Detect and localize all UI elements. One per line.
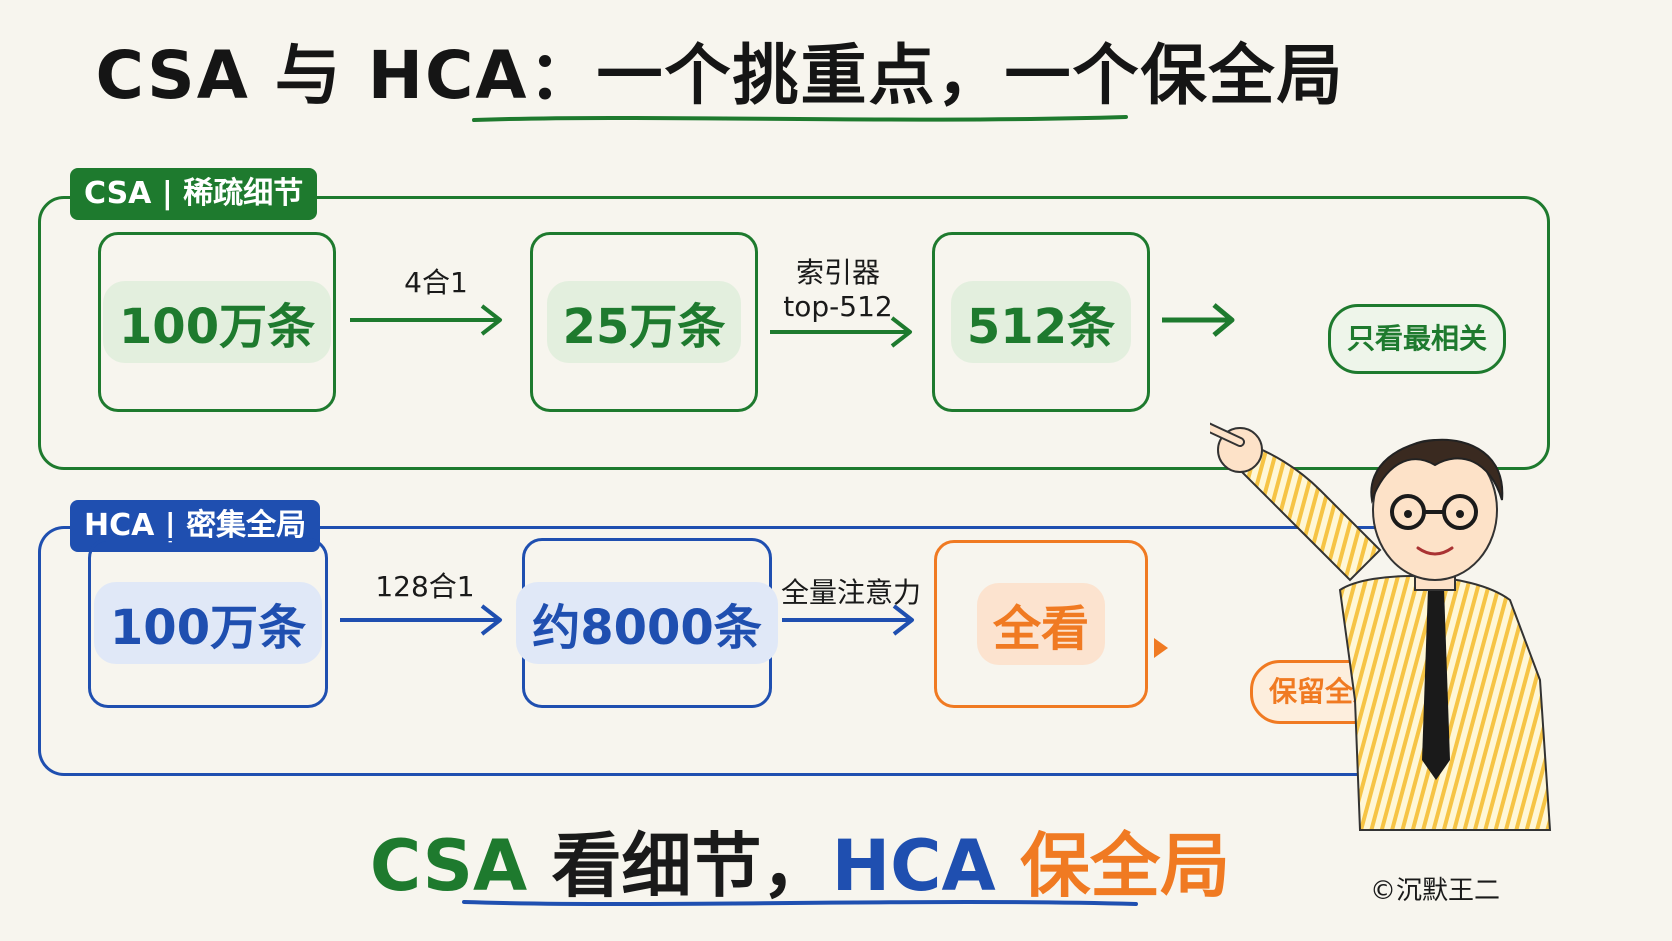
csa-box-3-value: 512条 <box>950 281 1132 363</box>
hca-arrow-1-label: 128合1 <box>375 570 475 603</box>
hca-box-2: 约8000条 <box>516 538 778 708</box>
hca-arrow-2 <box>782 604 914 636</box>
hca-tag: HCA | 密集全局 <box>70 500 321 552</box>
summary-csa-text: 看细节， <box>527 825 832 907</box>
csa-result-pill: 只看最相关 <box>1328 304 1507 374</box>
csa-box-3: 512条 <box>932 232 1150 412</box>
hca-box-1: 100万条 <box>88 538 328 708</box>
page-title: CSA 与 HCA：一个挑重点，一个保全局 <box>95 37 1345 114</box>
hca-arrow-2-label: 全量注意力 <box>780 576 921 609</box>
summary-csa: CSA <box>369 825 528 907</box>
copyright: ©沉默王二 <box>1370 876 1501 906</box>
summary-line: CSA 看细节，HCA 保全局 <box>0 810 1600 911</box>
presenter-illustration <box>1210 422 1552 831</box>
csa-box-1-value: 100万条 <box>102 281 332 363</box>
csa-arrow-2-label-2: top-512 <box>783 290 893 323</box>
hca-box-2-value: 约8000条 <box>516 582 778 664</box>
csa-arrow-1 <box>350 304 502 336</box>
summary-underline <box>462 900 1138 906</box>
csa-tag: CSA | 稀疏细节 <box>70 168 318 220</box>
csa-box-2-value: 25万条 <box>546 281 742 363</box>
hca-arrow-1 <box>340 604 502 636</box>
csa-panel <box>38 196 1550 470</box>
csa-arrow-1-label: 4合1 <box>404 266 468 299</box>
csa-box-2: 25万条 <box>530 232 758 412</box>
hca-box-1-value: 100万条 <box>93 582 323 664</box>
hca-panel <box>38 526 1484 776</box>
csa-arrow-3 <box>1162 303 1235 337</box>
summary-hca: HCA <box>831 825 996 907</box>
csa-box-1: 100万条 <box>98 232 336 412</box>
hca-box-3-value: 全看 <box>976 583 1105 665</box>
csa-arrow-2-label-1: 索引器 <box>795 256 880 289</box>
summary-hca-text: 保全局 <box>995 825 1231 907</box>
csa-arrow-2 <box>770 316 912 348</box>
hca-box-3: 全看 <box>934 540 1148 708</box>
title-underline <box>472 115 1128 122</box>
hca-result-pointer <box>1154 638 1168 658</box>
